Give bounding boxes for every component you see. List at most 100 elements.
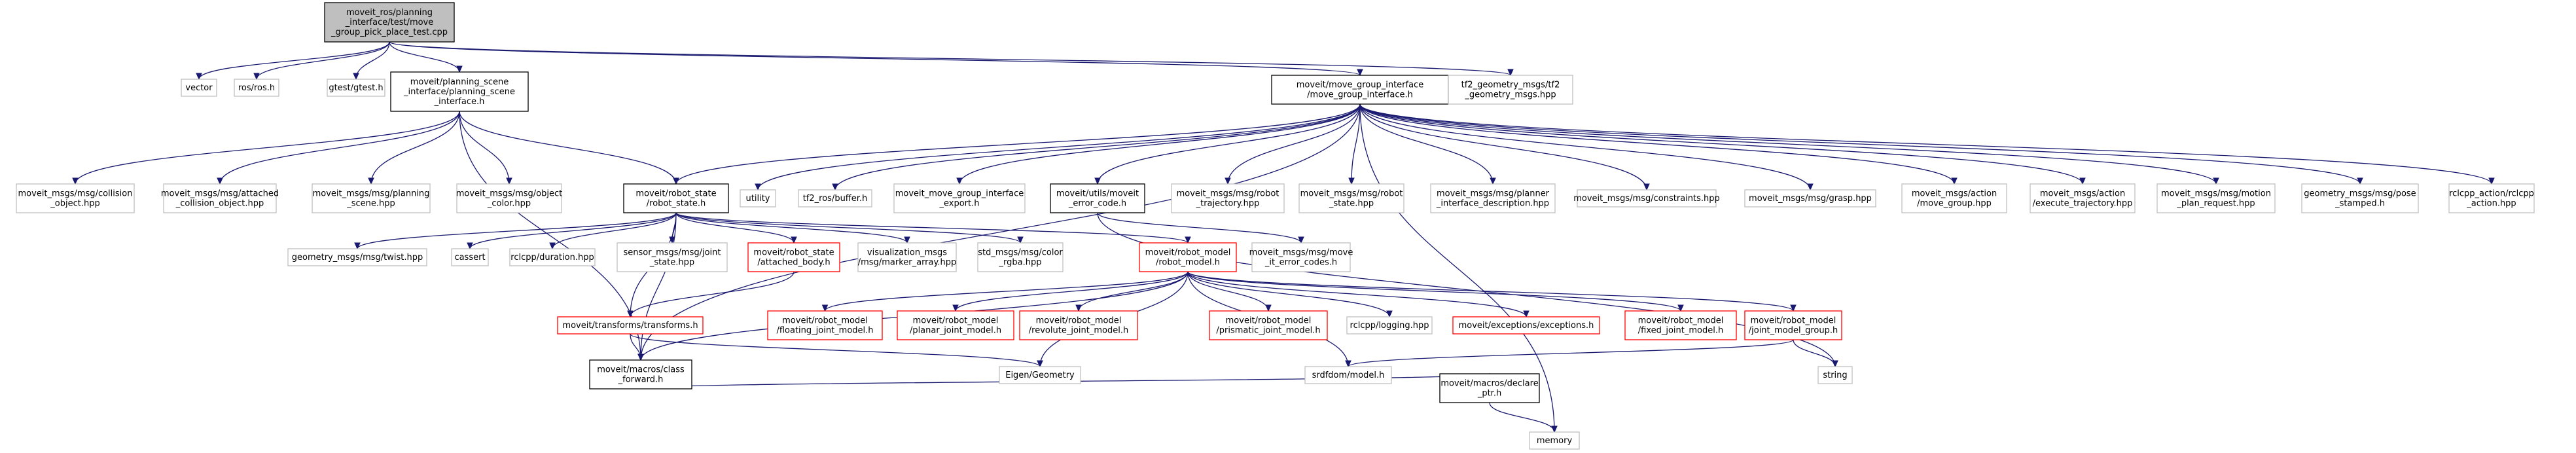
node-label-line: _state.hpp [649,258,694,268]
edge-robot_model-to-prismatic [1187,271,1269,312]
node-jmg[interactable]: moveit/robot_model/joint_model_group.h [1744,310,1842,340]
node-box [1448,75,1573,105]
node-box [1439,373,1540,403]
edge-arrowhead [956,177,963,185]
node-pose_stamped: geometry_msgs/msg/pose_stamped.h [2301,183,2419,213]
edge-robot_model-to-floating [824,271,1189,312]
edge-arrowhead [904,236,910,244]
edge-psi-to-attached [219,111,460,185]
node-label-line: moveit/robot_model [1036,316,1122,326]
node-attached_body[interactable]: moveit/robot_state/attached_body.h [747,242,840,272]
node-label-line: /move_group_interface.h [1307,90,1413,100]
edge-robot_state-to-color_rgba [675,212,1021,244]
node-box [1050,183,1145,213]
edge-arrowhead [952,304,959,312]
edge-arrowhead [1677,304,1684,312]
edge-mgi-to-action_mg [1359,103,1955,185]
node-label-line: /joint_model_group.h [1749,326,1838,336]
node-declare_ptr[interactable]: moveit/macros/declare_ptr.h [1439,373,1540,403]
node-label-line: moveit_msgs/msg/planner [1437,189,1550,199]
node-moveit_error[interactable]: moveit/utils/moveit_error_code.h [1050,183,1145,213]
node-root[interactable]: moveit_ros/planning_interface/test/move_… [324,2,455,43]
node-box [1346,316,1433,335]
node-box [324,2,455,43]
node-label-line: moveit_msgs/msg/planning [313,189,430,199]
node-label-line: moveit_msgs/msg/collision [18,189,133,199]
edge-declare_ptr-to-memory [1489,402,1555,433]
node-box [1171,183,1285,213]
node-transforms[interactable]: moveit/transforms/transforms.h [557,316,704,335]
edge-mgi-to-robot_state [675,103,1361,185]
node-box [163,183,277,213]
edge-psi-to-robot_state [459,111,677,185]
node-box [287,248,427,266]
node-label-line: tf2_ros/buffer.h [803,194,868,204]
node-tf2gm: tf2_geometry_msgs/tf2_geometry_msgs.hpp [1448,75,1573,105]
node-ros_h: ros/ros.h [234,79,279,97]
edge-robot_state-to-cassert [469,212,677,249]
node-planar[interactable]: moveit/robot_model/planar_joint_model.h [897,310,1014,340]
edge-mgi-to-moveit_error [1097,103,1361,185]
edge-attached_body-to-transforms [630,271,795,317]
node-box [893,183,1026,213]
edge-robot_state-to-twist [357,212,677,249]
node-label-line: moveit/utils/moveit [1056,189,1139,199]
node-move_it_errors: moveit_msgs/msg/move_it_error_codes.h [1249,242,1353,272]
node-mgi[interactable]: moveit/move_group_interface/move_group_i… [1271,75,1449,105]
node-label-line: Eigen/Geometry [1005,371,1075,380]
edge-arrowhead [1017,236,1024,244]
node-label-line: moveit/macros/declare [1440,379,1538,389]
edge-arrowhead [1357,69,1363,77]
node-label-line: string [1823,371,1847,380]
edge-arrowhead [72,177,79,185]
node-label-line: /msg/marker_array.hpp [858,258,956,268]
node-floating[interactable]: moveit/robot_model/floating_joint_model.… [767,310,883,340]
node-psi[interactable]: moveit/planning_scene_interface/planning… [390,71,529,112]
node-label-line: _action.hpp [2466,199,2516,209]
edge-arrowhead [217,177,223,185]
edge-arrowhead [1386,310,1393,318]
node-exceptions[interactable]: moveit/exceptions/exceptions.h [1452,316,1600,335]
node-action_exec: moveit_msgs/action/execute_trajectory.hp… [2030,183,2136,213]
node-label-line: /floating_joint_model.h [776,326,873,336]
edge-arrowhead [353,73,359,81]
edge-mgi-to-grasp [1359,103,1811,190]
edge-jmg-to-string [1793,339,1836,367]
edge-arrowhead [549,242,556,250]
node-class_forward[interactable]: moveit/macros/class_forward.h [589,359,692,390]
node-label-line: moveit/robot_model [782,316,868,326]
node-robot_model[interactable]: moveit/robot_model/robot_model.h [1139,242,1237,272]
node-label-line: _group_pick_place_test.cpp [331,27,448,37]
node-robot_state[interactable]: moveit/robot_state/robot_state.h [623,183,729,213]
node-duration: rclcpp/duration.hpp [509,248,596,266]
edge-mgi-to-memory [1359,103,1555,433]
edge-robot_state-to-marker_array [675,212,908,244]
node-box [747,242,840,272]
node-label-line: /planar_joint_model.h [910,326,1001,336]
node-label-line: moveit_msgs/action [1912,189,1997,199]
node-label-line: ros/ros.h [238,83,275,93]
node-box [1298,183,1404,213]
node-eigen: Eigen/Geometry [999,366,1081,384]
edge-root-to-ros_h [256,41,390,80]
node-vector: vector [181,79,217,97]
node-label-line: srdfdom/model.h [1312,371,1385,380]
edge-psi-to-collision [75,111,460,185]
edge-mgi-to-motion_req [1359,103,2217,185]
node-prismatic[interactable]: moveit/robot_model/prismatic_joint_model… [1209,310,1328,340]
node-label-line: moveit/exceptions/exceptions.h [1459,321,1594,331]
edge-mgi-to-class_forward [640,103,1361,361]
node-rclcpp_action: rclcpp_action/rclcpp_action.hpp [2448,183,2535,213]
node-label-line: /execute_trajectory.hpp [2033,199,2133,209]
edge-mgi-to-action_exec [1359,103,2083,185]
edge-jmg-to-srdf [1348,339,1794,367]
node-box [1817,366,1853,384]
edge-arrowhead [2079,177,2086,185]
node-label-line: _interface_description.hpp [1436,199,1549,209]
node-fixed[interactable]: moveit/robot_model/fixed_joint_model.h [1624,310,1737,340]
node-revolute[interactable]: moveit/robot_model/revolute_joint_model.… [1019,310,1138,340]
edge-mgi-to-constraints [1359,103,1647,190]
node-obj_color: moveit_msgs/msg/object_color.hpp [456,183,562,213]
edge-arrowhead [1265,304,1272,312]
